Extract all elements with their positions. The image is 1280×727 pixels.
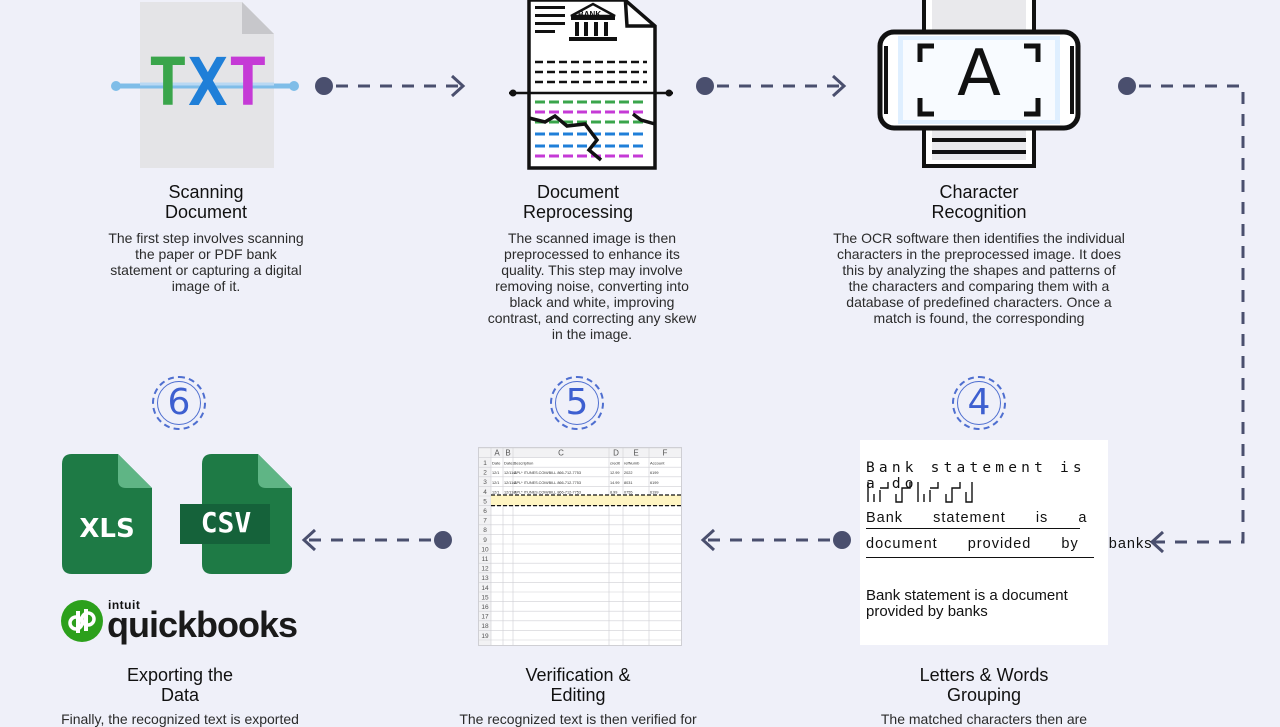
step2-desc: The scanned image is then preprocessed t… bbox=[487, 230, 697, 342]
sheet-cell: 12/1 bbox=[492, 471, 499, 475]
txt-letter-t2: T bbox=[228, 44, 268, 121]
sheet-header-cell: Account bbox=[650, 461, 665, 466]
row-number: 1 bbox=[483, 460, 487, 467]
sheet-cell: 6199 bbox=[650, 471, 658, 475]
row-number: 17 bbox=[481, 614, 489, 621]
step4-desc: The matched characters then are bbox=[880, 711, 1088, 727]
sheet-cell: 0755 bbox=[624, 490, 632, 494]
quickbooks-wordmark: quickbooks bbox=[107, 604, 298, 645]
row-number: 7 bbox=[483, 518, 487, 525]
word-row-2: document provided by banks bbox=[866, 536, 1153, 552]
arrow-left-2 bbox=[301, 528, 452, 552]
sheet-cell: APL* ITUNES.COM/BILL 866-712-7753 bbox=[514, 471, 581, 475]
word-row-1: Bank statement is a bbox=[866, 510, 1088, 526]
row-number: 2 bbox=[483, 470, 487, 477]
column-letter: B bbox=[505, 449, 510, 458]
row-number: 4 bbox=[483, 489, 487, 496]
sheet-cell: 12/11/2 bbox=[504, 481, 516, 485]
txt-document-icon: T X T bbox=[110, 0, 300, 172]
row-number: 15 bbox=[481, 594, 489, 601]
step2-title: Document Reprocessing bbox=[522, 182, 634, 222]
row-number: 14 bbox=[481, 585, 489, 592]
column-letter: A bbox=[494, 449, 500, 458]
txt-letter-t: T bbox=[148, 44, 188, 121]
xls-label: XLS bbox=[79, 514, 135, 544]
row-number: 19 bbox=[481, 633, 489, 640]
row-number: 8 bbox=[483, 527, 487, 534]
row-number: 10 bbox=[481, 546, 489, 553]
bank-label: BANK bbox=[578, 10, 602, 19]
intuit-wordmark: INTUIT bbox=[108, 598, 141, 612]
xls-file-icon: XLS bbox=[60, 454, 154, 576]
character-brackets bbox=[867, 482, 973, 503]
column-letter: D bbox=[613, 449, 619, 458]
row-number: 12 bbox=[481, 566, 489, 573]
csv-file-icon: CSV bbox=[178, 454, 296, 576]
sheet-cell: 12.99 bbox=[610, 471, 620, 475]
sheet-header-cell: Date2 bbox=[504, 461, 515, 466]
arrow-left-1 bbox=[700, 528, 851, 552]
arrow-elbow-3-4 bbox=[1118, 77, 1245, 554]
sheet-header-cell: Date bbox=[492, 461, 501, 466]
ocr-letter: A bbox=[957, 37, 1001, 111]
row-number: 18 bbox=[481, 623, 489, 630]
step1-title: Scanning Document bbox=[164, 182, 248, 222]
step6-title: Exporting the Data bbox=[126, 665, 234, 705]
row-number: 3 bbox=[483, 479, 487, 486]
sheet-header-cell: description bbox=[514, 461, 533, 466]
step3-title: Character Recognition bbox=[931, 182, 1027, 222]
sheet-cell: 14.99 bbox=[610, 481, 620, 485]
sheet-cell: APL* ITUNES.COM/BILL 866-712-7753 bbox=[514, 481, 581, 485]
sheet-cell: 8031 bbox=[624, 481, 632, 485]
sheet-cell: 12/1 bbox=[492, 481, 499, 485]
column-letter: E bbox=[633, 449, 638, 458]
selected-row bbox=[491, 495, 681, 506]
sheet-cell: 12/1 bbox=[492, 490, 499, 494]
step6-desc: Finally, the recognized text is exported bbox=[61, 711, 299, 727]
sheet-header-cell: refNumb bbox=[624, 461, 640, 466]
row-number: 9 bbox=[483, 537, 487, 544]
sheet-cell: 12/11/2 bbox=[504, 471, 516, 475]
csv-label: CSV bbox=[200, 506, 252, 539]
sheet-cell: 6199 bbox=[650, 481, 658, 485]
column-letter: C bbox=[558, 449, 564, 458]
row-number: 16 bbox=[481, 604, 489, 611]
txt-letter-x: X bbox=[188, 44, 228, 121]
sheet-cell: 8.99 bbox=[610, 490, 617, 494]
arrow-right-1 bbox=[315, 74, 466, 98]
row-number: 13 bbox=[481, 575, 489, 582]
ocr-scanner-icon: A bbox=[876, 0, 1082, 172]
row-number: 5 bbox=[483, 498, 487, 505]
step-number-badge-4: 4 bbox=[952, 376, 1006, 430]
column-letter: F bbox=[663, 449, 668, 458]
step-number-badge-6: 6 bbox=[152, 376, 206, 430]
step1-desc: The first step involves scanning the pap… bbox=[108, 230, 304, 294]
underline-1 bbox=[866, 528, 1080, 529]
sheet-header-cell: credit bbox=[610, 461, 621, 466]
grouped-sentence: Bank statement is a document provided by… bbox=[866, 587, 1068, 620]
word-grouping-panel: Bank statement is a do Bank statement is… bbox=[860, 440, 1151, 645]
step4-title: Letters & Words Grouping bbox=[919, 665, 1049, 705]
sheet-cell: 12/11/2 bbox=[504, 490, 516, 494]
row-number: 6 bbox=[483, 508, 487, 515]
sheet-cell: 6199 bbox=[650, 490, 658, 494]
step5-desc: The recognized text is then verified for bbox=[459, 711, 697, 727]
quickbooks-logo: INTUIT quickbooks bbox=[60, 598, 300, 645]
underline-2 bbox=[866, 557, 1094, 558]
sheet-cell: 2022 bbox=[624, 471, 632, 475]
bank-document-icon: BANK bbox=[505, 0, 680, 172]
arrow-right-2 bbox=[696, 74, 847, 98]
step3-desc: The OCR software then identifies the ind… bbox=[833, 230, 1125, 326]
row-number: 11 bbox=[482, 556, 489, 563]
step5-title: Verification & Editing bbox=[525, 665, 631, 705]
step-number-badge-5: 5 bbox=[550, 376, 604, 430]
sheet-cell: APL* ITUNES.COM/BILL 866-712-7753 bbox=[514, 490, 581, 494]
